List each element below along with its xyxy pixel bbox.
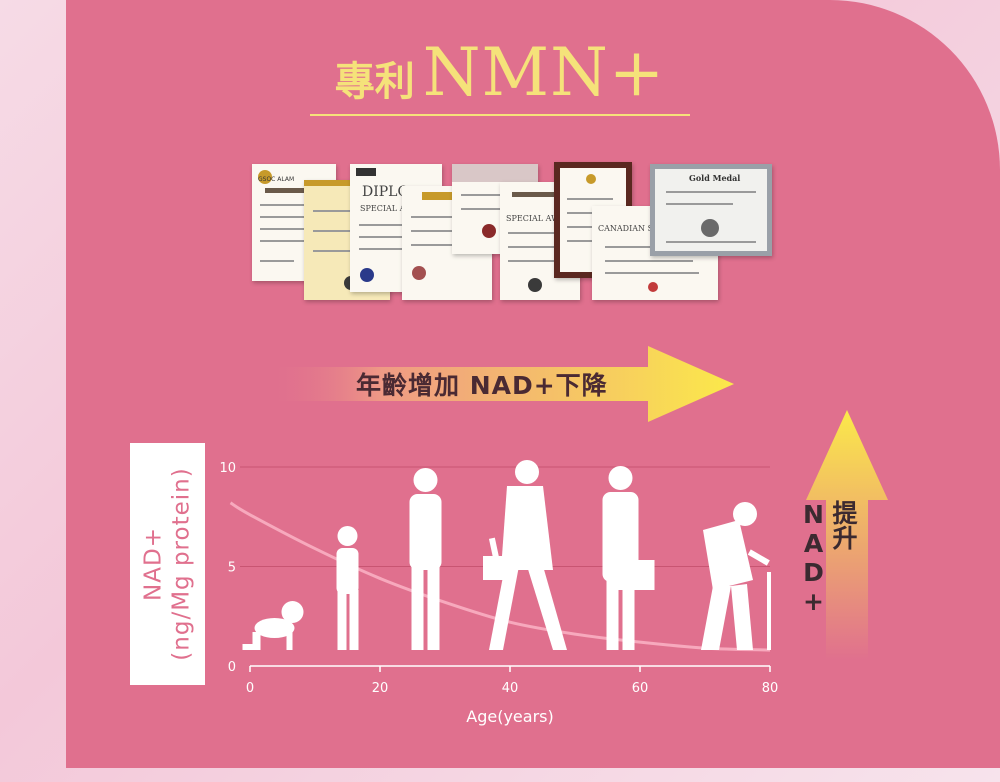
x-tick-label: 80	[762, 681, 779, 696]
x-tick-label: 0	[246, 681, 254, 696]
title-underline	[310, 114, 690, 116]
young-man-figure	[409, 468, 442, 650]
boost-arrow-label: 提升NAD+	[799, 500, 858, 616]
y-axis-label-box	[130, 443, 205, 685]
certificate-label: Gold Medal	[689, 173, 741, 183]
age-arrow-label: 年齡增加 NAD+下降	[356, 371, 608, 400]
man-with-briefcase-figure	[602, 466, 655, 650]
nad-decline-curve	[229, 501, 771, 652]
certificate-label: CANADIAN SPECIA	[598, 224, 680, 233]
x-tick-label: 40	[502, 681, 519, 696]
x-axis-label: Age(years)	[466, 707, 553, 726]
certificate: Gold Medal	[650, 164, 772, 256]
certificates-collage: GSOC ALAM DIPLO SPECIAL A SPECIAL AW	[0, 0, 1000, 320]
certificate-label: GSOC ALAM	[258, 176, 295, 183]
x-tick-label: 20	[372, 681, 389, 696]
title-main: NMN+	[422, 34, 666, 111]
businessman-walking-figure	[483, 460, 567, 650]
elderly-man-with-cane-figure	[701, 502, 771, 650]
child-figure	[336, 526, 503, 650]
x-tick-label: 60	[632, 681, 649, 696]
crawling-baby-figure	[242, 601, 304, 650]
certificate-label: SPECIAL A	[360, 204, 406, 213]
certificate-label: DIPLO	[362, 184, 409, 200]
certificate-label: SPECIAL AW	[506, 214, 560, 223]
title-prefix: 專利	[334, 59, 415, 105]
y-tick-label: 10	[219, 461, 236, 476]
y-tick-label: 0	[228, 660, 236, 675]
y-tick-label: 5	[228, 561, 236, 576]
